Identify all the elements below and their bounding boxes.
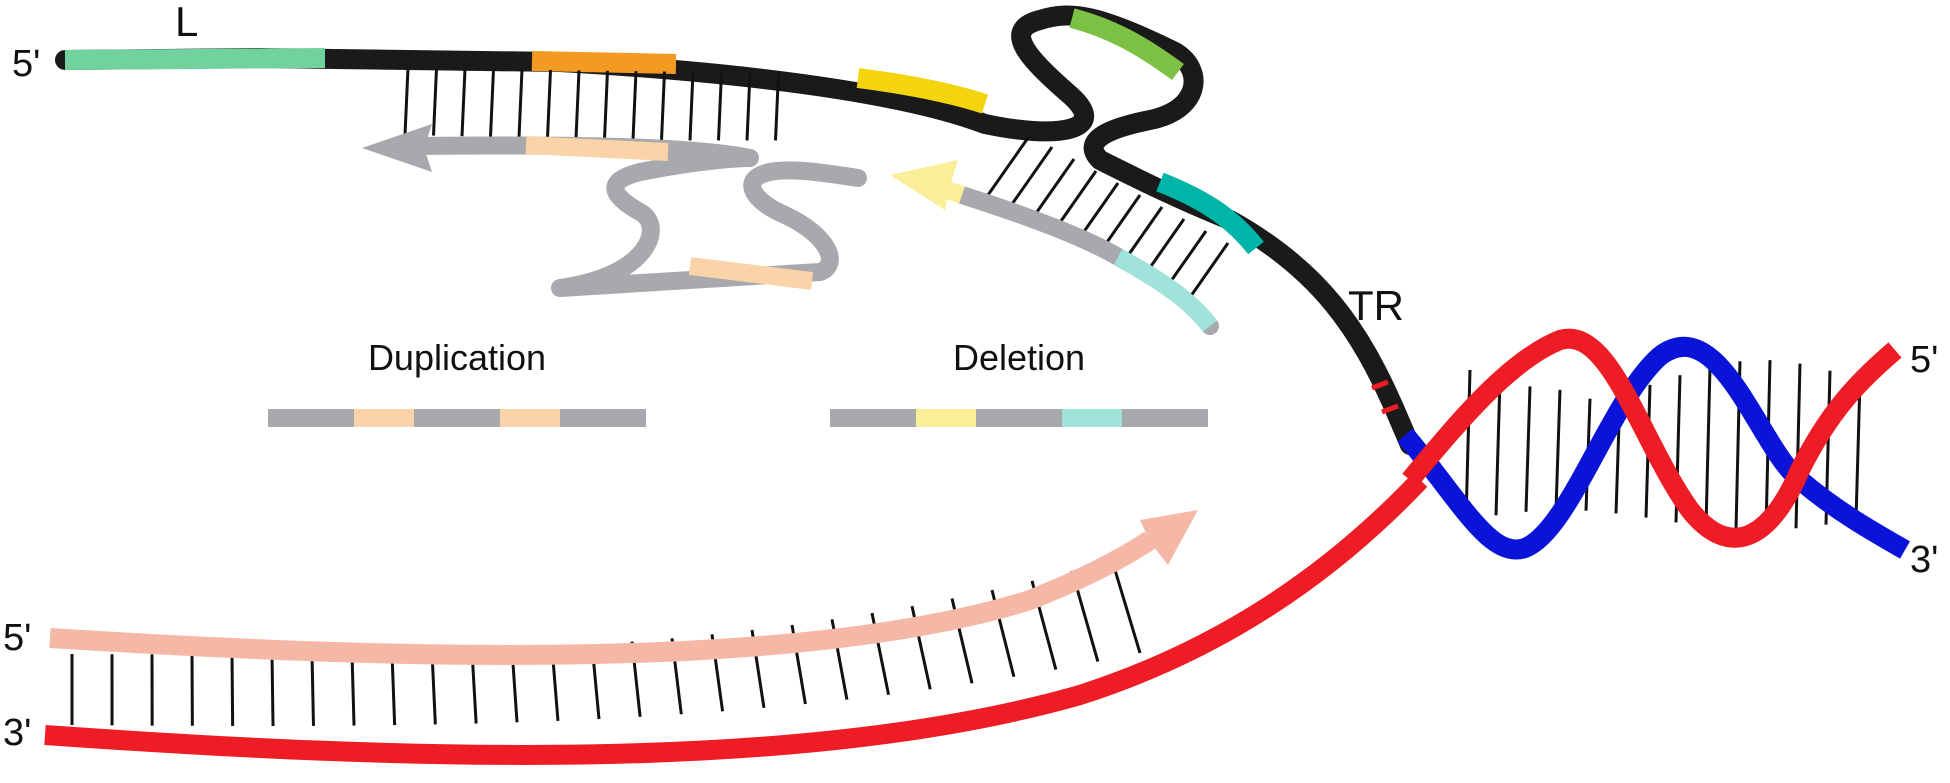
dup-rung-2 <box>432 68 438 136</box>
helix-rung-14 <box>1854 379 1862 521</box>
del-gray-1 <box>830 409 916 427</box>
del-rung-3 <box>1030 158 1076 220</box>
peach-segment-upper <box>525 136 669 161</box>
helix-rung-3 <box>1524 386 1532 512</box>
peach-segment-loop <box>688 257 814 290</box>
parental-3prime-label: 3' <box>1910 539 1938 581</box>
dup-rung-13 <box>745 72 752 141</box>
helix-rung-4 <box>1554 389 1562 511</box>
leading-nascent-strand <box>49 531 1156 665</box>
deletion-bar <box>830 409 1208 427</box>
duplication-bar <box>268 409 646 427</box>
dup-rung-10 <box>660 71 666 141</box>
nascent-deletion-path <box>953 186 1219 335</box>
TR-label: TR <box>1348 282 1404 329</box>
TR-mark-1 <box>1371 379 1389 391</box>
repeat-orange-segment <box>531 51 677 74</box>
dup-rung-5 <box>517 69 524 138</box>
del-gray-3 <box>1122 409 1208 427</box>
repeat-teal-segment <box>1156 172 1264 255</box>
leading-template-strand <box>44 473 1428 765</box>
dup-rung-8 <box>603 70 609 140</box>
helix-rung-9 <box>1704 366 1712 527</box>
lead-rung-5 <box>230 654 235 726</box>
leading-3prime-label: 3' <box>3 712 31 754</box>
dup-rung-11 <box>688 71 695 141</box>
lagging-template-strand <box>55 5 1420 455</box>
repeat-yellow-segment <box>856 68 989 114</box>
dup-peach-1 <box>354 409 414 427</box>
nascent-duplication-strand <box>362 124 867 297</box>
lead-rung-6 <box>270 654 275 726</box>
parental-blue-strand <box>1397 337 1910 560</box>
del-lightteal <box>1062 409 1122 427</box>
loop-green-segment <box>1069 8 1184 81</box>
parental-duplex <box>1397 328 1910 560</box>
dup-rung-9 <box>631 71 638 140</box>
dup-rung-7 <box>574 70 581 139</box>
parental-5prime-label: 5' <box>1910 339 1938 381</box>
parental-red-strand <box>1402 328 1902 548</box>
del-lightyellow <box>916 409 976 427</box>
del-rung-1 <box>986 134 1032 196</box>
dup-peach-2 <box>500 409 560 427</box>
dup-gray-2 <box>414 409 500 427</box>
dup-gray-3 <box>560 409 646 427</box>
lagging-5prime-label: 5' <box>12 43 40 85</box>
lagging-template-path <box>55 5 1420 455</box>
lead-rung-7 <box>310 654 315 726</box>
del-rung-2 <box>1008 146 1054 208</box>
duplication-label: Duplication <box>368 337 546 378</box>
lead-rung-8 <box>350 653 356 726</box>
helix-rung-12 <box>1794 363 1802 529</box>
dup-rung-1 <box>403 67 410 136</box>
helix-rung-1 <box>1464 369 1472 521</box>
leading-arrowhead <box>1140 510 1198 565</box>
deletion-arrowhead <box>890 160 958 210</box>
lightteal-segment <box>1113 249 1218 332</box>
deletion-label: Deletion <box>953 337 1085 378</box>
dup-rung-14 <box>774 73 780 141</box>
L-label: L <box>175 0 198 45</box>
leading-5prime-label: 5' <box>3 617 31 659</box>
helix-rung-2 <box>1494 379 1502 516</box>
dup-rung-6 <box>546 69 552 139</box>
duplication-arrowhead <box>362 124 432 172</box>
dup-rung-12 <box>717 72 723 141</box>
nascent-deletion-strand <box>890 160 1219 335</box>
del-rung-10 <box>1184 242 1230 304</box>
base-pair-rungs-duplication <box>403 67 780 141</box>
dup-rung-4 <box>489 69 495 137</box>
dup-rung-3 <box>460 68 467 137</box>
lead-rung-9 <box>390 652 397 726</box>
leading-strands <box>44 473 1428 765</box>
lead-rung-27 <box>1110 559 1142 654</box>
dup-gray-1 <box>268 409 354 427</box>
TR-mark-2 <box>1381 403 1399 415</box>
L-segment <box>64 48 326 70</box>
del-gray-2 <box>976 409 1062 427</box>
nascent-duplication-path <box>411 136 867 297</box>
